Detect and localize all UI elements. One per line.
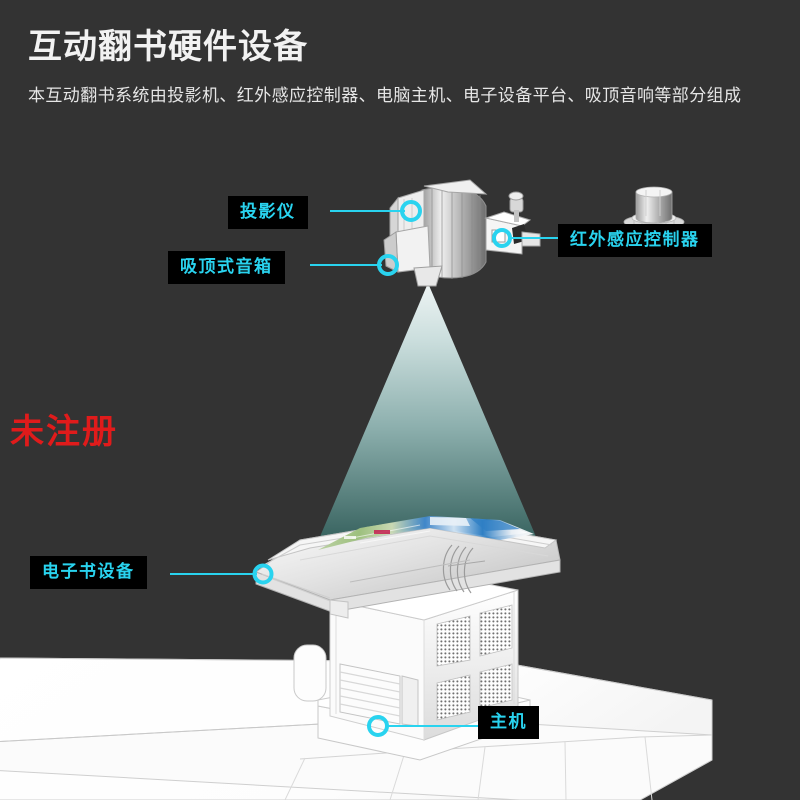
- ceiling-speaker: [623, 186, 685, 230]
- callout-label-ebook[interactable]: 电子书设备: [30, 556, 147, 589]
- callout-connectors: [170, 200, 560, 737]
- book-page-spread: [318, 516, 534, 550]
- marker-ir-sensor: [492, 228, 512, 248]
- projector-unit: [383, 179, 541, 287]
- ebook-table: [254, 516, 561, 619]
- projection-beam: [316, 283, 537, 546]
- marker-host: [367, 715, 389, 737]
- page-title: 互动翻书硬件设备: [28, 28, 308, 66]
- cable-bundle: [349, 544, 486, 594]
- marker-ebook: [252, 563, 274, 585]
- marker-speaker: [377, 254, 399, 276]
- marker-projector: [400, 200, 422, 222]
- callout-label-ir-sensor[interactable]: 红外感应控制器: [558, 224, 712, 257]
- unregistered-watermark: 未注册: [10, 413, 118, 451]
- callout-label-host[interactable]: 主机: [478, 706, 539, 739]
- callout-label-projector[interactable]: 投影仪: [228, 196, 308, 229]
- page-subtitle: 本互动翻书系统由投影机、红外感应控制器、电脑主机、电子设备平台、吸顶音响等部分组…: [28, 86, 742, 105]
- callout-label-speaker[interactable]: 吸顶式音箱: [168, 251, 285, 284]
